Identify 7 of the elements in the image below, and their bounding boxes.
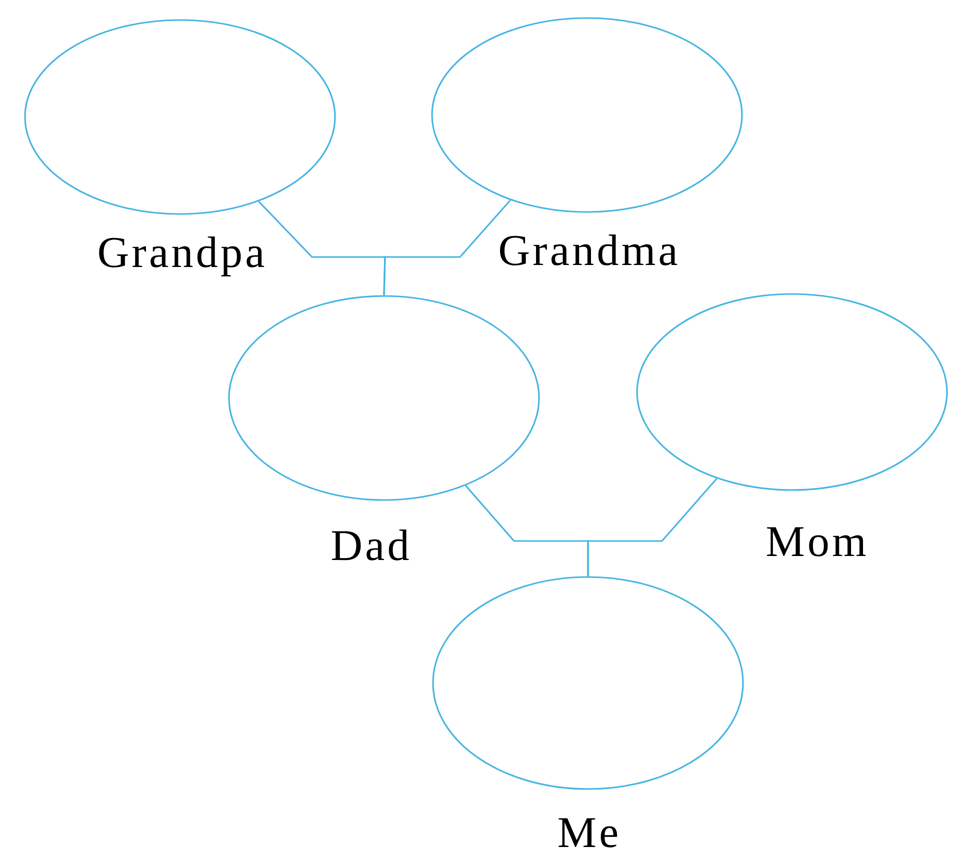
name-label: Me	[558, 818, 618, 848]
name-label: Grandpa	[99, 236, 264, 276]
name-label: Dad	[332, 530, 409, 560]
connector-line	[383, 200, 511, 296]
connector-line	[587, 478, 718, 576]
name-label: Grandma	[500, 234, 678, 266]
name-label: Mom	[766, 527, 866, 556]
